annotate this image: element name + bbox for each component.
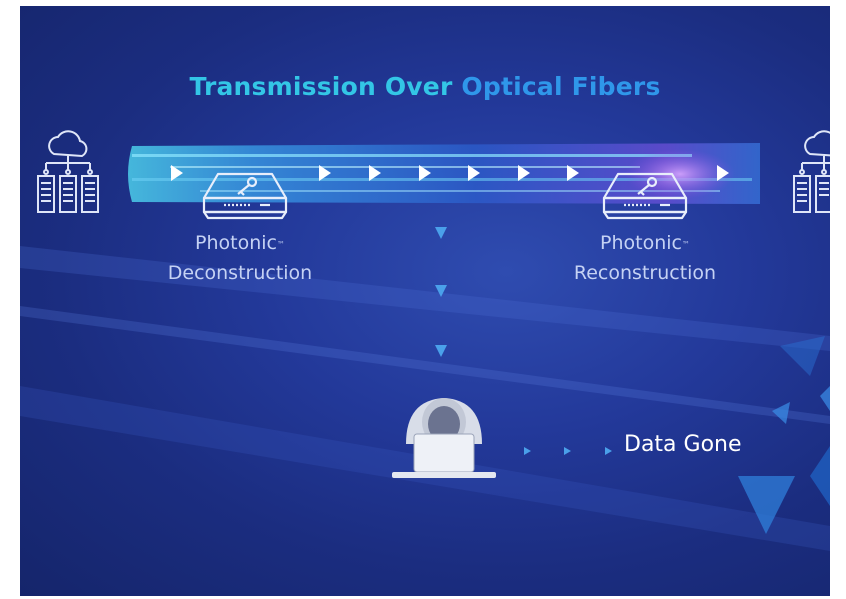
- arrow-icon: [468, 165, 480, 181]
- arrow-icon: [605, 447, 612, 455]
- arrow-icon: [171, 165, 183, 181]
- arrow-icon: [564, 447, 571, 455]
- left-device-subtitle: Deconstruction: [167, 262, 313, 284]
- cloud-server-icon: [793, 130, 830, 213]
- arrow-icon: [435, 285, 447, 297]
- right-device-label: Photonic™ Reconstruction: [545, 228, 745, 288]
- diagram-slide: Transmission Over Optical Fibers Photoni…: [20, 6, 830, 596]
- key-icon: [637, 176, 658, 196]
- outcome-arrows: [524, 447, 612, 455]
- title-part-3: Optical Fibers: [461, 72, 661, 101]
- title-part-1: Transmission: [189, 72, 376, 101]
- right-device-mark: ™: [681, 240, 690, 249]
- title-part-2: Over: [384, 72, 453, 101]
- diagram-title: Transmission Over Optical Fibers: [20, 72, 830, 101]
- arrow-icon: [435, 345, 447, 357]
- left-device-name: Photonic: [195, 232, 277, 254]
- decor-triangles: [738, 336, 830, 534]
- arrow-icon: [419, 165, 431, 181]
- arrow-icon: [518, 165, 530, 181]
- beam-arrows: [171, 165, 729, 181]
- key-icon: [237, 176, 258, 196]
- background-streaks: [20, 246, 830, 551]
- cloud-server-icon: [37, 130, 99, 213]
- arrow-icon: [435, 227, 447, 239]
- arrow-icon: [524, 447, 531, 455]
- hacker-laptop-icon: [392, 398, 496, 478]
- interception-arrows: [435, 227, 447, 357]
- diagram-artwork: [20, 130, 830, 551]
- right-device-subtitle: Reconstruction: [573, 262, 717, 284]
- arrow-icon: [369, 165, 381, 181]
- right-device-name: Photonic: [600, 232, 682, 254]
- arrow-icon: [567, 165, 579, 181]
- arrow-icon: [319, 165, 331, 181]
- encryption-device-icon: [202, 172, 288, 220]
- arrow-icon: [717, 165, 729, 181]
- data-gone-label: Data Gone: [624, 432, 742, 457]
- left-device-mark: ™: [276, 240, 285, 249]
- encryption-device-icon: [602, 172, 688, 220]
- left-device-label: Photonic™ Deconstruction: [140, 228, 340, 288]
